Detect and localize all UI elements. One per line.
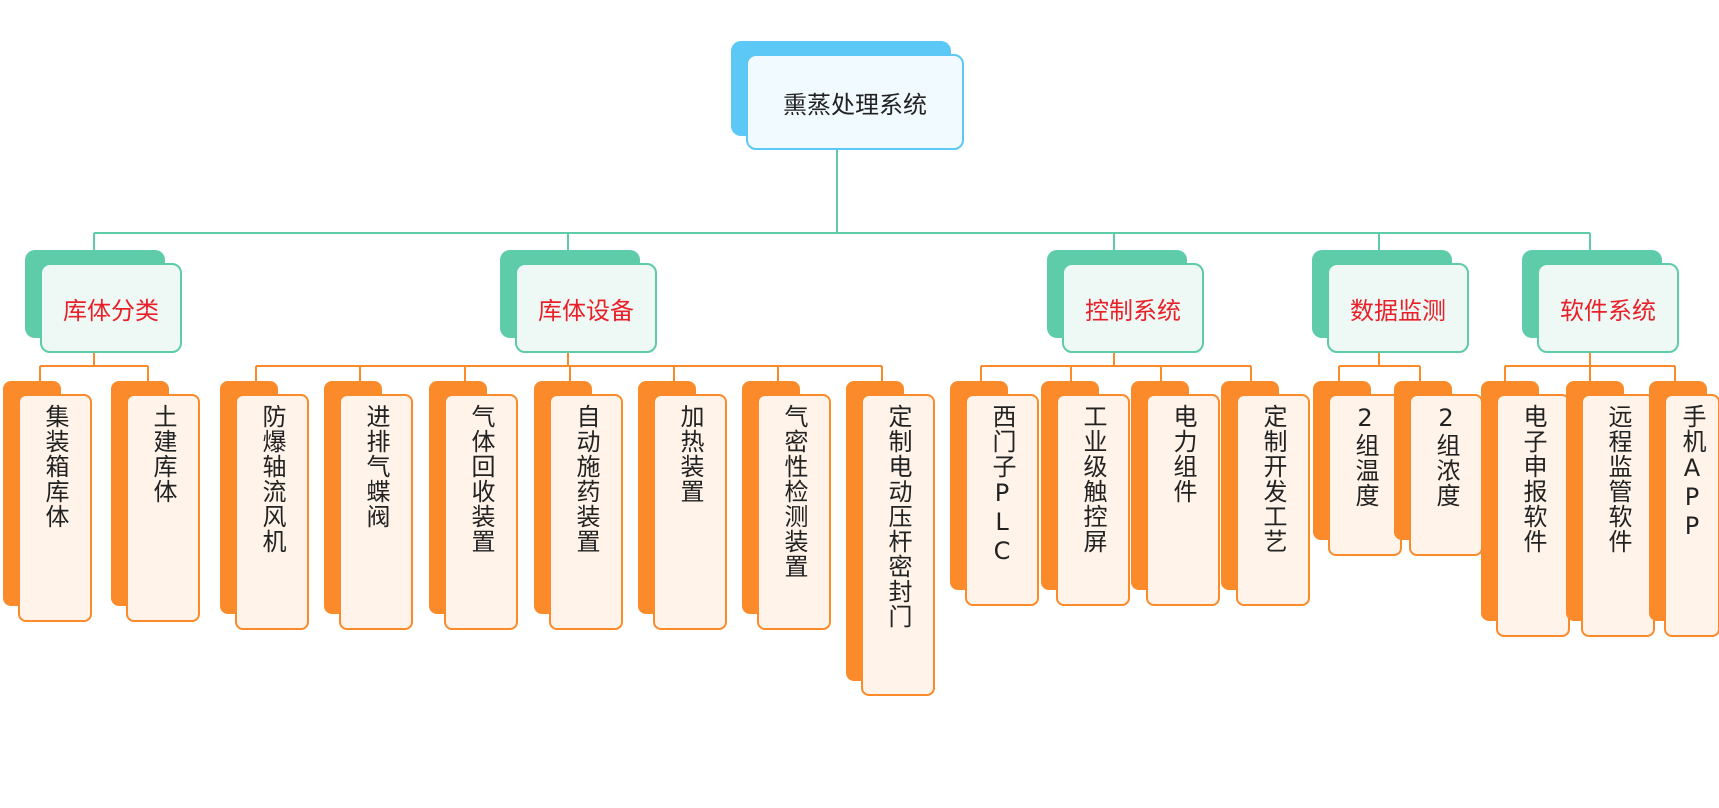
leaf-label: 电力组件 xyxy=(1169,404,1197,504)
leaf-label: 2组浓度 xyxy=(1432,404,1460,508)
leaf-label: 土建库体 xyxy=(149,404,177,504)
leaf-label: 自动施药装置 xyxy=(572,404,600,554)
leaf-label: 2组温度 xyxy=(1351,404,1379,508)
category-label: 软件系统 xyxy=(1560,296,1656,325)
leaf-label: 手机APP xyxy=(1678,404,1706,541)
leaf-label: 气密性检测装置 xyxy=(780,404,808,579)
leaf-label: 气体回收装置 xyxy=(467,404,495,554)
leaf-label: 进排气蝶阀 xyxy=(362,404,390,529)
leaf-label: 定制电动压杆密封门 xyxy=(884,404,912,629)
category-label: 控制系统 xyxy=(1085,296,1181,325)
leaf-label: 定制开发工艺 xyxy=(1259,404,1287,554)
leaf-label: 电子申报软件 xyxy=(1519,404,1547,554)
category-label: 数据监测 xyxy=(1350,296,1446,325)
leaf-label: 远程监管软件 xyxy=(1604,404,1632,554)
leaf-label: 集装箱库体 xyxy=(41,404,69,529)
category-label: 库体设备 xyxy=(538,296,634,325)
leaf-label: 防爆轴流风机 xyxy=(258,404,286,554)
category-label: 库体分类 xyxy=(63,296,159,325)
leaf-label: 工业级触控屏 xyxy=(1079,404,1107,554)
leaf-label: 加热装置 xyxy=(676,404,704,504)
leaf-label: 西门子PLC xyxy=(988,404,1016,566)
root-label: 熏蒸处理系统 xyxy=(783,90,927,119)
